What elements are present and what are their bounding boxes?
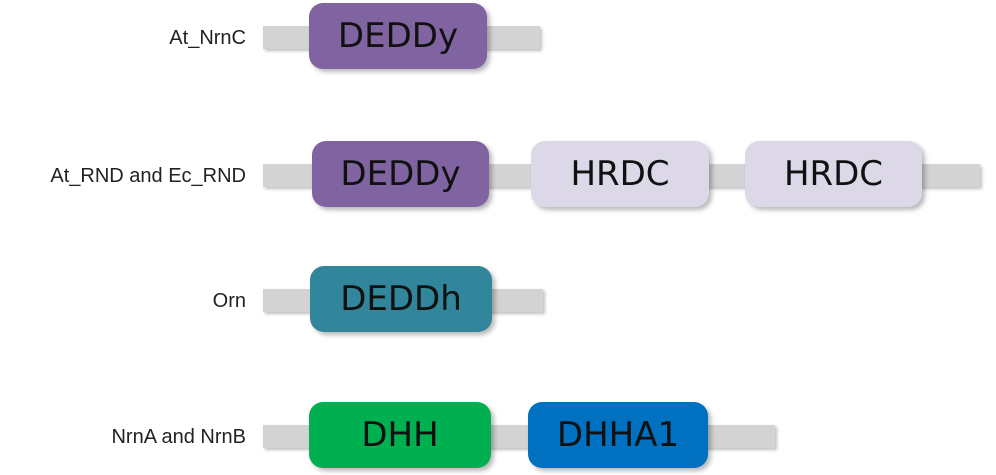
protein-row-orn: Orn DEDDh — [0, 266, 996, 336]
domain-hrdc: HRDC — [531, 141, 709, 207]
protein-row-at-nrnc: At_NrnC DEDDy — [0, 3, 996, 73]
row-label: At_NrnC — [169, 27, 246, 49]
domain-hrdc: HRDC — [745, 141, 922, 207]
domain-dhh: DHH — [309, 402, 491, 468]
domain-deddy: DEDDy — [312, 141, 489, 207]
domain-dhha1: DHHA1 — [528, 402, 708, 468]
row-label: NrnA and NrnB — [111, 426, 246, 448]
row-label: At_RND and Ec_RND — [50, 165, 246, 187]
protein-row-at-rnd-ec-rnd: At_RND and Ec_RND DEDDy HRDC HRDC — [0, 141, 996, 211]
row-label: Orn — [212, 290, 246, 312]
domain-deddh: DEDDh — [310, 266, 492, 332]
domain-deddy: DEDDy — [309, 3, 487, 69]
protein-row-nrna-nrnb: NrnA and NrnB DHH DHHA1 — [0, 402, 996, 472]
